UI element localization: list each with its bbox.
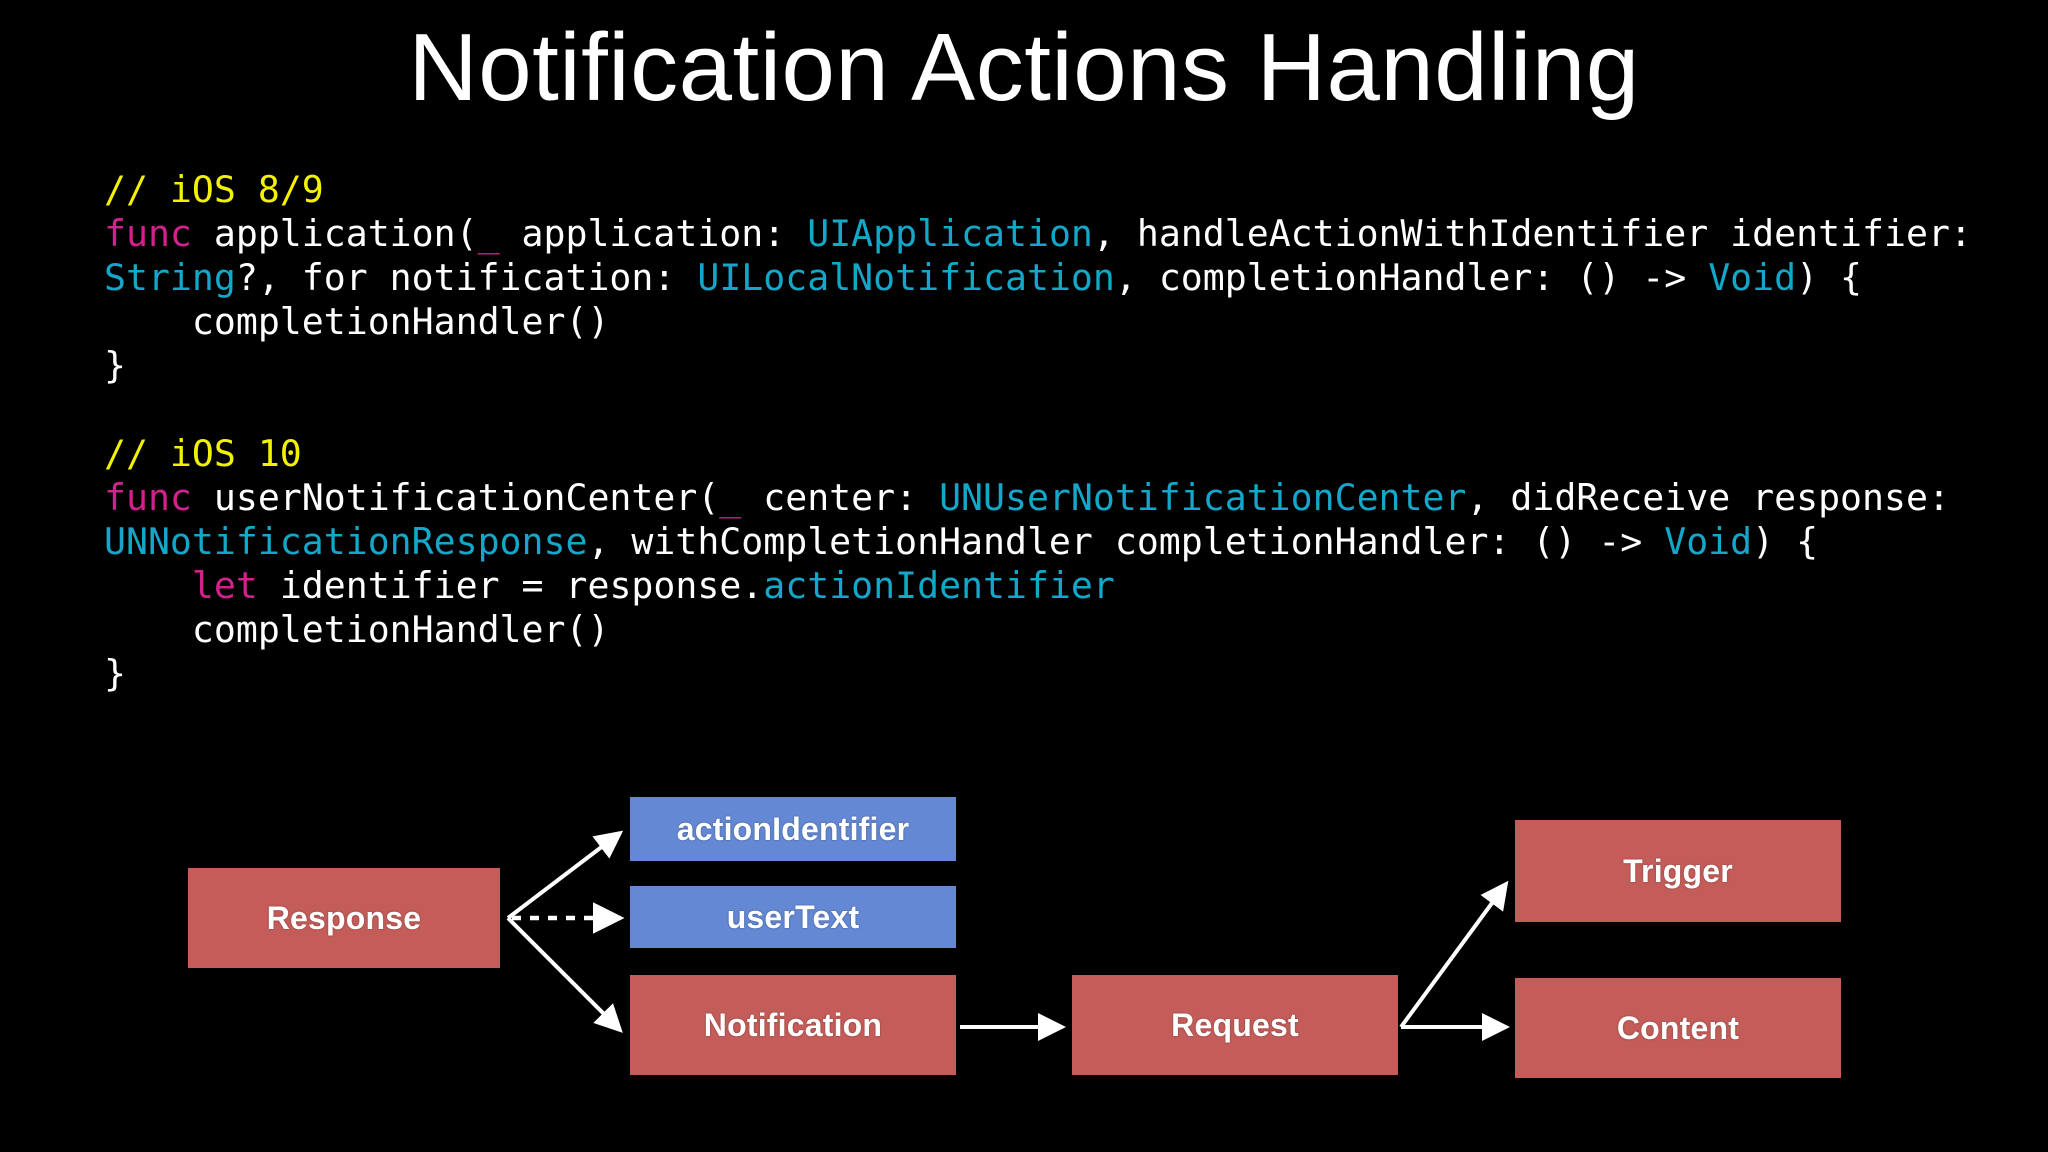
diagram-node-label: Response xyxy=(266,899,422,936)
code-token: // iOS 10 xyxy=(104,432,302,475)
diagram-node-label: Request xyxy=(1171,1006,1299,1043)
diagram-node-usertext[interactable]: userText xyxy=(630,886,956,948)
code-token: , handleActionWithIdentifier identifier: xyxy=(1092,212,1994,255)
code-token: , didReceive response: xyxy=(1466,476,1972,519)
code-token: userNotificationCenter( xyxy=(213,476,720,519)
code-token: ?, for notification: xyxy=(235,256,698,299)
code-token: , completionHandler: () -> xyxy=(1114,256,1709,299)
code-token xyxy=(104,564,192,607)
edge-response-to-notification xyxy=(506,916,623,1033)
code-token: completionHandler() xyxy=(104,300,610,343)
code-token: , withCompletionHandler completionHandle… xyxy=(587,520,1665,563)
edge-request-to-trigger xyxy=(1399,880,1509,1029)
diagram-node-trigger[interactable]: Trigger xyxy=(1515,820,1841,922)
code-token: UNNotificationResponse xyxy=(104,520,588,563)
code-token: ) { xyxy=(1752,520,1819,563)
code-line: let identifier = response.actionIdentifi… xyxy=(104,564,2004,608)
code-line: } xyxy=(104,652,2004,696)
code-token: actionIdentifier xyxy=(763,564,1115,607)
diagram-node-content[interactable]: Content xyxy=(1515,978,1841,1078)
diagram-node-response[interactable]: Response xyxy=(188,868,500,968)
code-token: ) { xyxy=(1796,256,1863,299)
code-line: func application(_ application: UIApplic… xyxy=(104,212,2004,300)
code-line: completionHandler() xyxy=(104,608,2004,652)
page-title: Notification Actions Handling xyxy=(408,14,1640,121)
code-line: func userNotificationCenter(_ center: UN… xyxy=(104,476,2004,564)
code-comment-line: // iOS 8/9 xyxy=(104,168,2004,212)
code-token: func xyxy=(104,476,214,519)
code-line: } xyxy=(104,344,2004,388)
code-token: String xyxy=(104,256,236,299)
code-token: Void xyxy=(1664,520,1753,563)
code-token: func xyxy=(104,212,214,255)
code-token: UIApplication xyxy=(807,212,1093,255)
code-token: center: xyxy=(741,476,940,519)
code-blank-line xyxy=(104,388,2004,432)
diagram-node-label: actionIdentifier xyxy=(676,810,910,847)
code-token: _ xyxy=(477,212,500,255)
code-comment-line: // iOS 10 xyxy=(104,432,2004,476)
diagram-node-request[interactable]: Request xyxy=(1072,975,1398,1075)
diagram-node-notification[interactable]: Notification xyxy=(630,975,956,1075)
code-token: } xyxy=(104,344,126,387)
code-token: } xyxy=(104,652,126,695)
code-token: UILocalNotification xyxy=(697,256,1115,299)
edge-response-to-actionidentifier xyxy=(506,830,624,920)
code-token: UNUserNotificationCenter xyxy=(939,476,1467,519)
diagram-node-actionidentifier[interactable]: actionIdentifier xyxy=(630,797,956,861)
code-token: completionHandler() xyxy=(104,608,610,651)
code-line: completionHandler() xyxy=(104,300,2004,344)
diagram-node-label: userText xyxy=(726,898,860,935)
code-token: application( xyxy=(213,212,478,255)
code-token: let xyxy=(191,564,258,607)
diagram-node-label: Content xyxy=(1616,1009,1740,1046)
diagram-node-label: Trigger xyxy=(1623,852,1733,889)
code-token: _ xyxy=(719,476,742,519)
code-token: application: xyxy=(499,212,808,255)
diagram-node-label: Notification xyxy=(703,1006,883,1043)
code-token: identifier = response. xyxy=(257,564,764,607)
code-token: Void xyxy=(1708,256,1797,299)
code-token: // iOS 8/9 xyxy=(104,168,324,211)
